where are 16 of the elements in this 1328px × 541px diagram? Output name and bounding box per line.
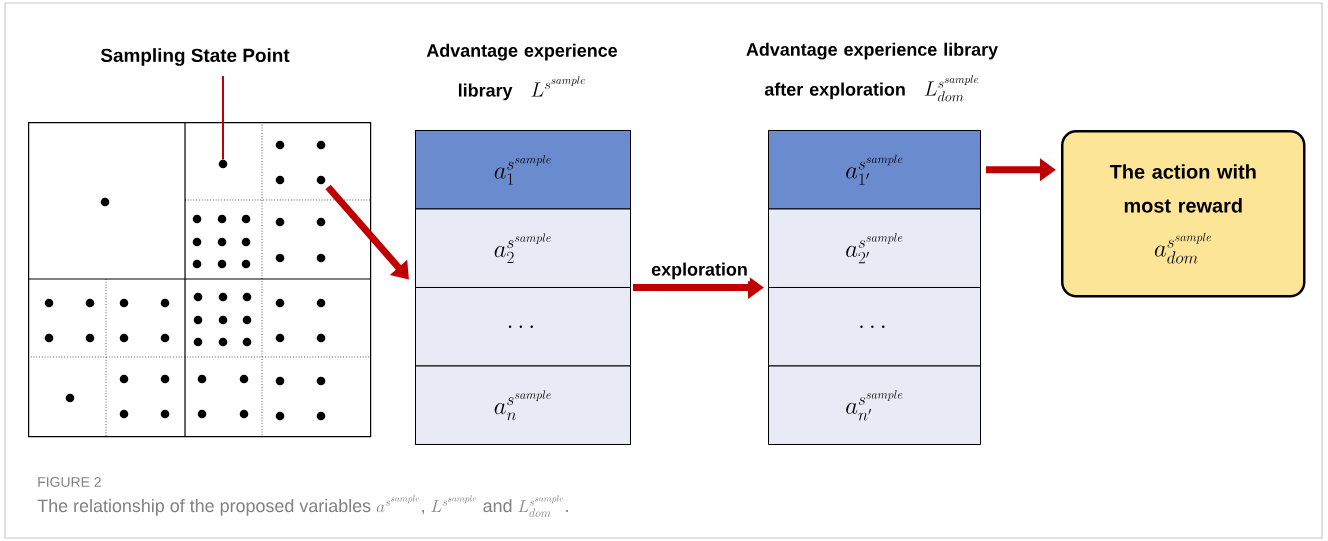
- caption: $\text{The relationship of the proposed variables }a^{s^{sample}}\text{, }L^{s^{sample}}\text{ and }L_{dom}^{s^{sample}}\text{.}$: [37, 495, 568, 517]
- annotation-text: Sampling State Point: [100, 48, 290, 66]
- grid-drawing: [27, 121, 372, 438]
- table-cell: $a_{n'}^{s^{sample}}$: [768, 365, 981, 445]
- table-cell: $a_{1}^{s^{sample}}$: [415, 130, 631, 210]
- table-cell: $\dots$: [768, 287, 981, 367]
- table-cell: $a_{1'}^{s^{sample}}$: [768, 130, 981, 210]
- table-cell: $\dots$: [415, 287, 631, 367]
- table-cell: $a_{n}^{s^{sample}}$: [415, 365, 631, 445]
- heading: Advantage experience library $L^{s^{sample}}$: [426, 43, 618, 101]
- figure-number: FIGURE 2: [38, 477, 101, 487]
- heading: Advantage experience library after exploration $L_{dom}^{s^{sample}}$: [746, 42, 998, 102]
- table-cell: $a_{2}^{s^{sample}}$: [415, 208, 631, 288]
- edge-label: exploration: [649, 260, 750, 282]
- table-cell: $a_{2'}^{s^{sample}}$: [768, 208, 981, 288]
- result-box: The action with most reward $a_{dom}^{s^{sample}}$: [1061, 130, 1306, 298]
